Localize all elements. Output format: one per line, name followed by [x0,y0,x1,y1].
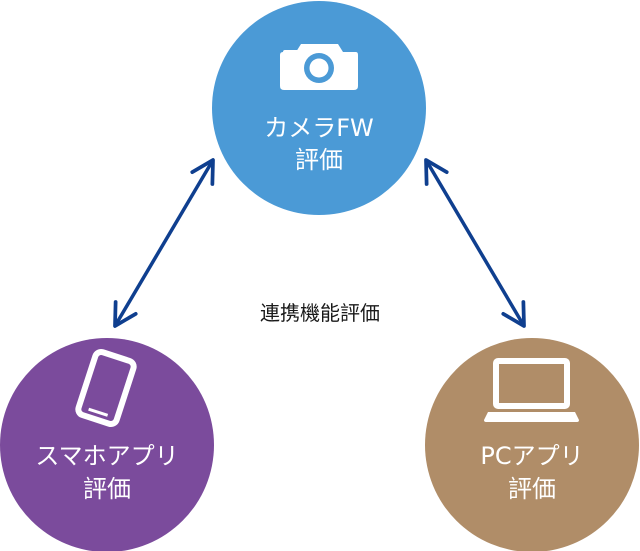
center-label: 連携機能評価 [260,301,380,325]
node-camera-fw: カメラFW 評価 [212,1,426,215]
pc-label-line1: PCアプリ [480,442,583,470]
smartphone-label-line2: 評価 [83,475,131,503]
arrow-camera-pc [424,158,526,328]
laptop-icon [484,358,579,422]
camera-label-line1: カメラFW [264,114,374,142]
arrow-camera-smartphone [113,158,215,328]
smartphone-icon [75,348,137,428]
camera-label-line2: 評価 [295,146,343,174]
smartphone-label-line1: スマホアプリ [35,442,178,470]
camera-icon [280,44,358,90]
node-pc-app: PCアプリ 評価 [425,338,639,551]
pc-label-line2: 評価 [508,475,556,503]
node-smartphone-app: スマホアプリ 評価 [0,338,214,551]
